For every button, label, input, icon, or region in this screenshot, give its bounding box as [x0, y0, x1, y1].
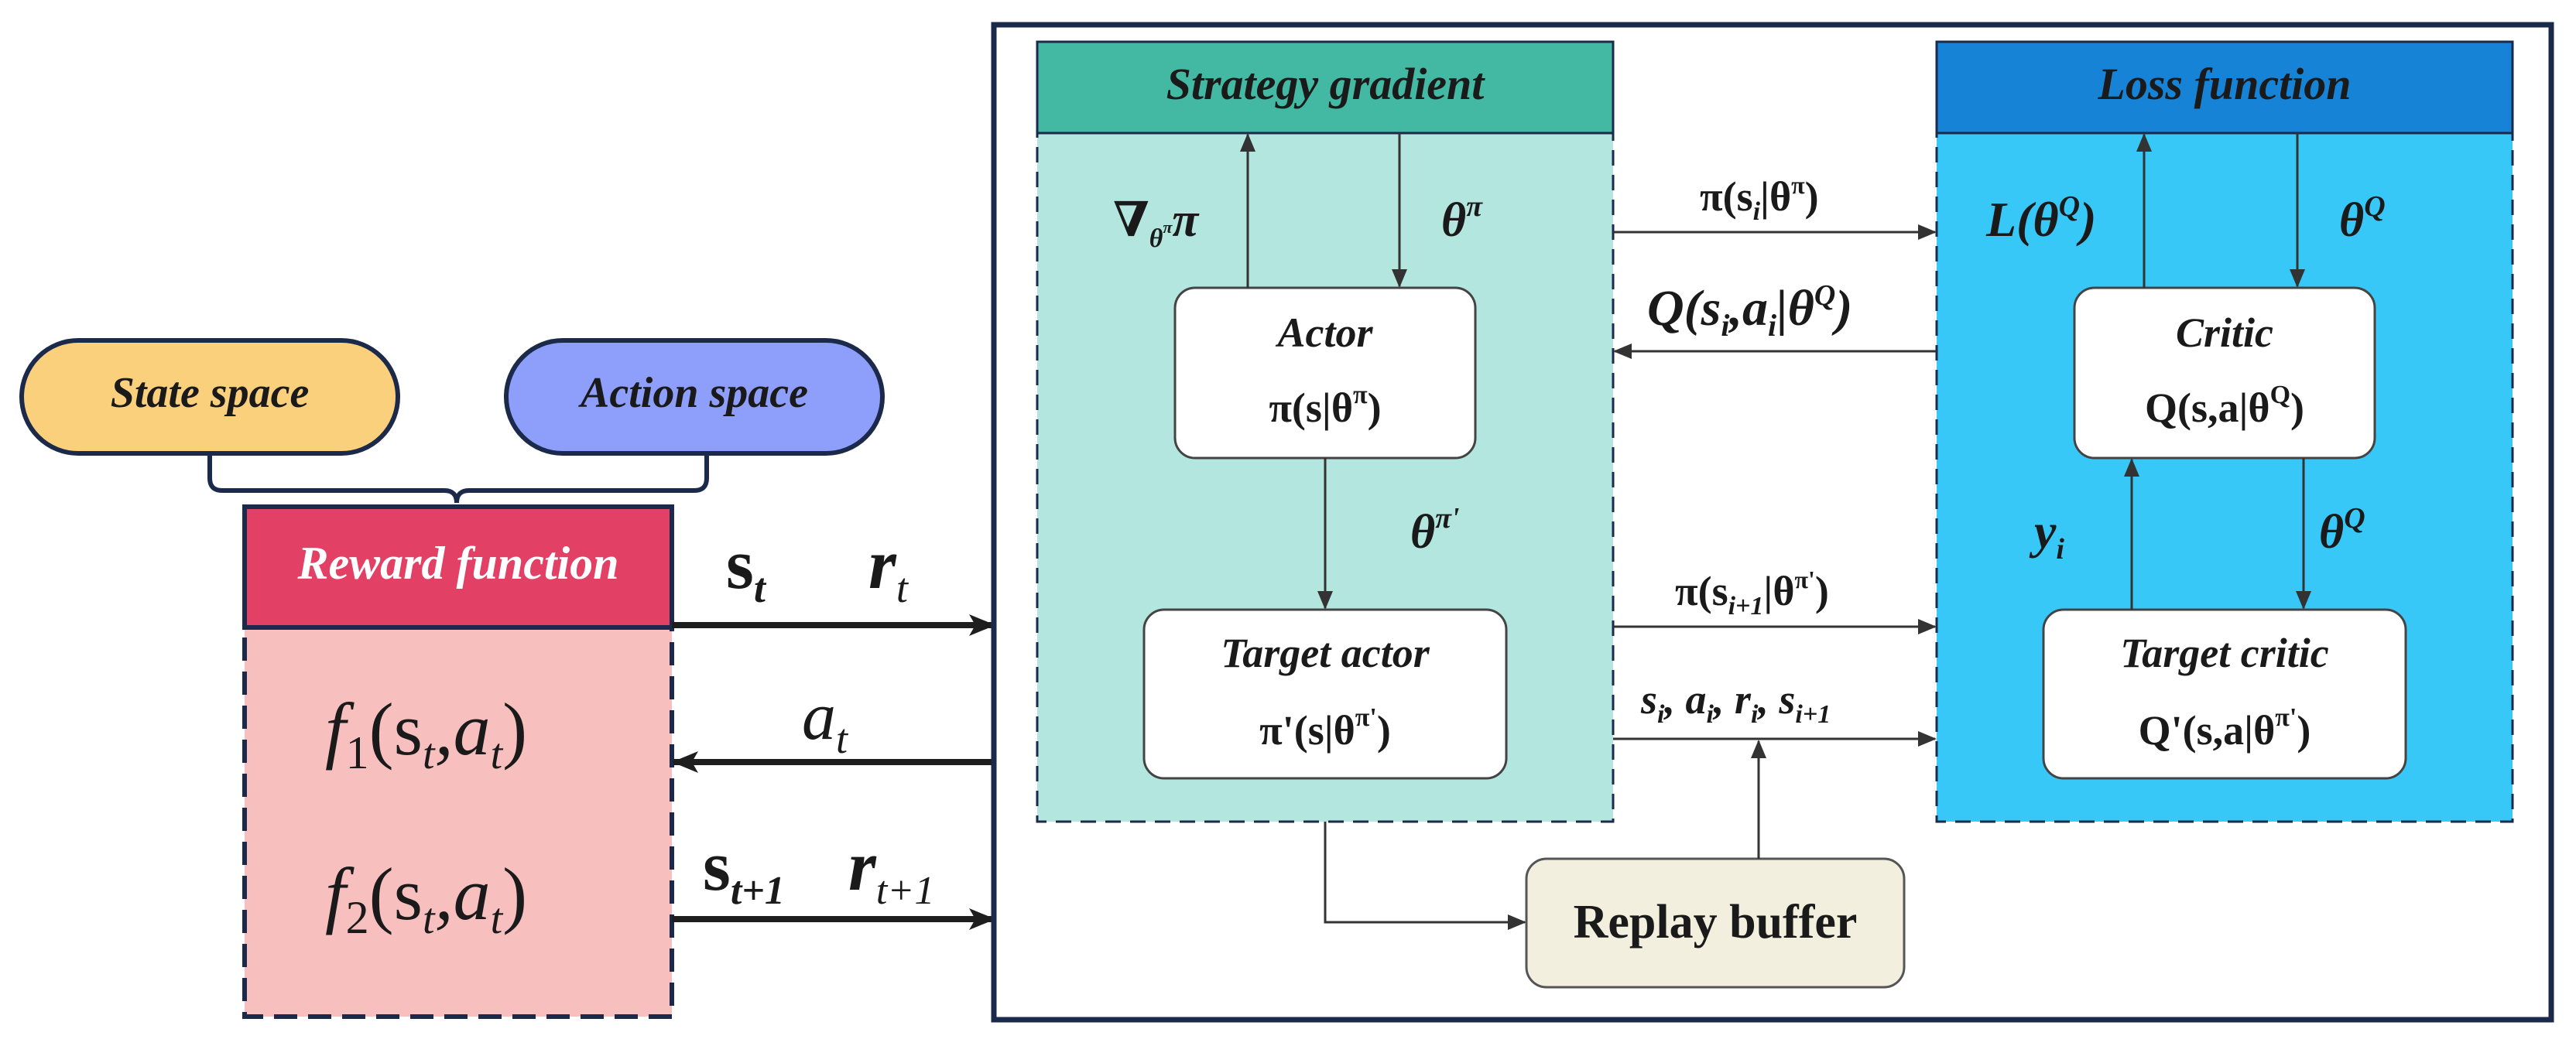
space-bracket — [207, 453, 709, 504]
grad-pi-label: ∇θππ — [1113, 194, 1200, 253]
agent-to-replay-arrow — [1324, 822, 1526, 930]
f2-formula: f2(st,at) — [325, 853, 527, 943]
critic-node: Critic Q(s,a|θQ) — [2073, 286, 2376, 460]
target-actor-title: Target actor — [1221, 630, 1430, 676]
q-si-label: Q(si,ai|θQ) — [1647, 279, 1852, 343]
reward-function-block: Reward function f1(st,at) f2(st,at) — [242, 504, 674, 1019]
target-critic-node: Target critic Q'(s,a|θπ') — [2042, 608, 2407, 780]
at-label: at — [802, 679, 849, 762]
theta-pi-label: θπ — [1441, 190, 1483, 247]
replay-buffer-label: Replay buffer — [1574, 896, 1858, 949]
state-space-label: State space — [111, 369, 310, 417]
pi-si-label: π(si|θπ) — [1700, 171, 1819, 226]
strategy-gradient-panel: Strategy gradient — [1036, 40, 1615, 823]
transition-label: si, ai, ri, si+1 — [1640, 676, 1831, 729]
target-actor-formula: π'(s|θπ') — [1259, 703, 1391, 754]
critic-formula: Q(s,a|θQ) — [2145, 381, 2304, 431]
action-space-label: Action space — [578, 369, 808, 417]
rt-label: rt — [868, 525, 909, 611]
target-critic-title: Target critic — [2120, 630, 2329, 676]
target-critic-formula: Q'(s,a|θπ') — [2139, 703, 2311, 754]
theta-q2-label: θQ — [2319, 502, 2365, 559]
actor-formula: π(s|θπ) — [1269, 381, 1381, 431]
reward-function-label: Reward function — [296, 538, 618, 589]
critic-title: Critic — [2176, 309, 2273, 356]
state-space-node: State space — [19, 338, 400, 456]
st-label: st — [726, 525, 767, 611]
actor-title: Actor — [1275, 309, 1373, 356]
target-actor-node: Target actor π'(s|θπ') — [1142, 608, 1508, 780]
loss-function-title: Loss function — [2097, 59, 2351, 109]
agent-frame — [991, 22, 2554, 1023]
action-space-node: Action space — [504, 338, 885, 456]
rt1-label: rt+1 — [848, 826, 934, 913]
replay-buffer-node: Replay buffer — [1525, 857, 1906, 989]
strategy-gradient-title: Strategy gradient — [1166, 59, 1486, 109]
theta-q-label: θQ — [2339, 190, 2386, 247]
theta-pi-prime-label: θπ' — [1410, 502, 1460, 559]
l-theta-label: L(θQ) — [1985, 190, 2096, 247]
actor-node: Actor π(s|θπ) — [1173, 286, 1477, 460]
pi-si1-label: π(si+1|θπ') — [1675, 566, 1829, 620]
st1-label: st+1 — [703, 826, 785, 913]
